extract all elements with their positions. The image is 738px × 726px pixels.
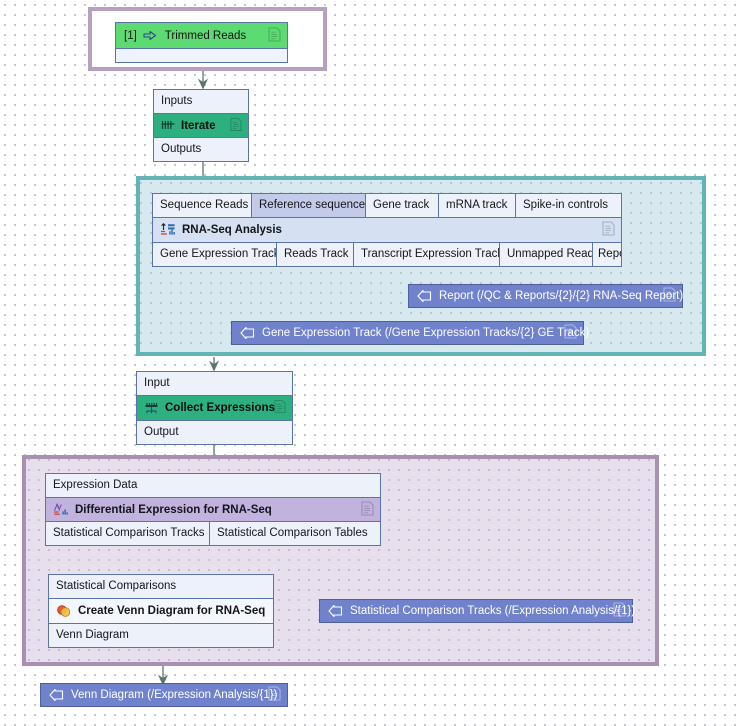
rnaseq-output-report[interactable]: Report bbox=[593, 243, 621, 266]
export-report-label: Report (/QC & Reports/{2}/{2} RNA-Seq Re… bbox=[439, 290, 684, 302]
collect-outputs-row: Output bbox=[137, 421, 292, 444]
export-venn-diagram-label: Venn Diagram (/Expression Analysis/{1}) bbox=[71, 689, 278, 701]
venn-input-statistical-comparisons[interactable]: Statistical Comparisons bbox=[49, 575, 273, 598]
document-icon bbox=[602, 221, 615, 239]
export-statistical-comparison-tracks[interactable]: Statistical Comparison Tracks (/Expressi… bbox=[319, 599, 636, 623]
document-icon bbox=[268, 26, 281, 45]
collect-output-output[interactable]: Output bbox=[137, 421, 292, 444]
document-icon bbox=[274, 399, 286, 417]
iterate-input-inputs[interactable]: Inputs bbox=[154, 90, 248, 113]
rnaseq-output-transcript-expression-track[interactable]: Transcript Expression Track bbox=[354, 243, 500, 266]
document-icon bbox=[230, 117, 242, 134]
collect-title: Collect Expressions bbox=[165, 402, 275, 414]
collect-body[interactable]: Collect Expressions bbox=[137, 395, 292, 421]
trimmed-reads-index: [1] bbox=[124, 29, 137, 42]
iterate-outputs-row: Outputs bbox=[154, 138, 248, 161]
venn-output-venn-diagram[interactable]: Venn Diagram bbox=[49, 624, 273, 647]
iterate-icon bbox=[161, 119, 175, 132]
rnaseq-outputs-row: Gene Expression Track Reads Track Transc… bbox=[153, 243, 621, 266]
venn-title: Create Venn Diagram for RNA-Seq bbox=[78, 605, 266, 617]
trimmed-reads-footer bbox=[116, 48, 287, 62]
node-trimmed-reads[interactable]: [1] Trimmed Reads bbox=[115, 22, 288, 63]
rnaseq-input-mrna-track[interactable]: mRNA track bbox=[439, 194, 516, 217]
rnaseq-output-unmapped-reads[interactable]: Unmapped Reads bbox=[500, 243, 593, 266]
document-icon bbox=[268, 686, 281, 704]
iterate-inputs-row: Inputs bbox=[154, 90, 248, 113]
rnaseq-output-gene-expression-track[interactable]: Gene Expression Track bbox=[153, 243, 277, 266]
iterate-output-outputs[interactable]: Outputs bbox=[154, 138, 248, 161]
input-data-icon bbox=[143, 30, 157, 41]
export-report[interactable]: Report (/QC & Reports/{2}/{2} RNA-Seq Re… bbox=[408, 284, 683, 308]
collect-icon bbox=[144, 402, 159, 415]
iterate-body[interactable]: Iterate bbox=[154, 113, 248, 138]
rnaseq-body[interactable]: RNA-Seq Analysis bbox=[153, 217, 621, 243]
export-gene-expression-track[interactable]: Gene Expression Track (/Gene Expression … bbox=[231, 321, 589, 345]
rnaseq-input-reference-sequence[interactable]: Reference sequence bbox=[252, 194, 366, 217]
venn-diagram-icon bbox=[56, 604, 72, 618]
de-outputs-row: Statistical Comparison Tracks Statistica… bbox=[46, 522, 380, 545]
de-body[interactable]: Differential Expression for RNA-Seq bbox=[46, 497, 380, 522]
node-differential-expression[interactable]: Expression Data Differential Expression … bbox=[45, 473, 381, 546]
rnaseq-icon bbox=[160, 223, 176, 237]
differential-expression-icon bbox=[53, 502, 69, 517]
node-rnaseq-analysis[interactable]: Sequence Reads Reference sequence Gene t… bbox=[152, 193, 622, 267]
document-icon bbox=[564, 324, 577, 342]
node-iterate[interactable]: Inputs Iterate Outputs bbox=[153, 89, 249, 162]
export-venn-diagram[interactable]: Venn Diagram (/Expression Analysis/{1}) bbox=[40, 683, 288, 707]
document-icon bbox=[613, 602, 626, 620]
rnaseq-inputs-row: Sequence Reads Reference sequence Gene t… bbox=[153, 194, 621, 217]
trimmed-reads-title: Trimmed Reads bbox=[164, 29, 247, 42]
trimmed-reads-header[interactable]: [1] Trimmed Reads bbox=[116, 23, 287, 48]
de-inputs-row: Expression Data bbox=[46, 474, 380, 497]
de-title: Differential Expression for RNA-Seq bbox=[75, 503, 272, 516]
collect-input-input[interactable]: Input bbox=[137, 372, 292, 395]
node-collect-expressions[interactable]: Input Collect Expressions O bbox=[136, 371, 293, 445]
rnaseq-input-spike-in-controls[interactable]: Spike-in controls bbox=[516, 194, 621, 217]
de-output-statistical-comparison-tables[interactable]: Statistical Comparison Tables bbox=[210, 522, 380, 545]
document-icon bbox=[663, 287, 676, 305]
venn-inputs-row: Statistical Comparisons bbox=[49, 575, 273, 598]
rnaseq-output-reads-track[interactable]: Reads Track bbox=[277, 243, 354, 266]
node-create-venn-diagram[interactable]: Statistical Comparisons Create Venn Diag… bbox=[48, 574, 274, 648]
de-input-expression-data[interactable]: Expression Data bbox=[46, 474, 380, 497]
venn-body[interactable]: Create Venn Diagram for RNA-Seq bbox=[49, 598, 273, 624]
export-arrow-icon bbox=[328, 604, 343, 618]
rnaseq-input-sequence-reads[interactable]: Sequence Reads bbox=[153, 194, 252, 217]
rnaseq-title: RNA-Seq Analysis bbox=[182, 224, 282, 236]
export-arrow-icon bbox=[240, 326, 255, 340]
rnaseq-input-gene-track[interactable]: Gene track bbox=[366, 194, 439, 217]
document-icon bbox=[361, 500, 374, 519]
de-output-statistical-comparison-tracks[interactable]: Statistical Comparison Tracks bbox=[46, 522, 210, 545]
export-arrow-icon bbox=[417, 289, 432, 303]
export-gene-expression-track-label: Gene Expression Track (/Gene Expression … bbox=[262, 327, 590, 339]
export-statistical-comparison-tracks-label: Statistical Comparison Tracks (/Expressi… bbox=[350, 605, 636, 617]
iterate-title: Iterate bbox=[181, 119, 216, 132]
collect-inputs-row: Input bbox=[137, 372, 292, 395]
export-arrow-icon bbox=[49, 688, 64, 702]
venn-outputs-row: Venn Diagram bbox=[49, 624, 273, 647]
